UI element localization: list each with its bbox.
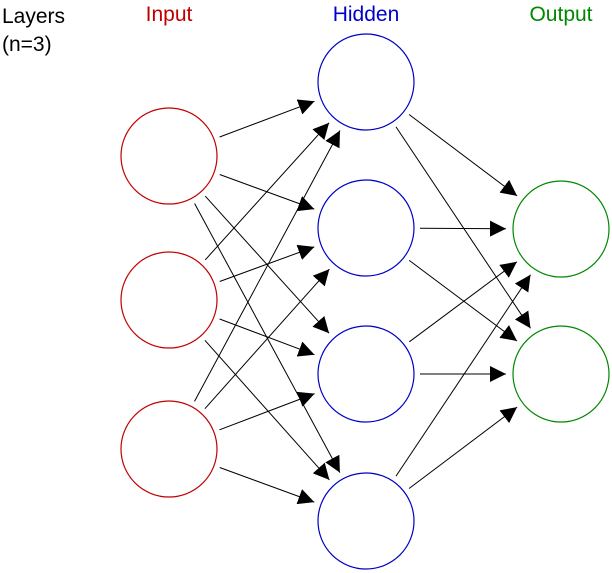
layers-legend-line1: Layers: [2, 5, 65, 28]
connection-input-2-to-hidden-3: [219, 318, 315, 357]
connection-hidden-3-to-output-1: [409, 261, 518, 343]
connection-input-1-to-hidden-1: [219, 99, 315, 138]
output-neuron-2: [512, 325, 610, 423]
input-neuron-2: [120, 251, 218, 349]
layers-legend-line2: (n=3): [2, 33, 52, 56]
hidden-neuron-3: [317, 325, 415, 423]
hidden-neuron-1: [317, 33, 415, 131]
hidden-layer-title: Hidden: [333, 3, 400, 26]
hidden-neuron-2: [317, 179, 415, 277]
connection-input-3-to-hidden-2: [204, 268, 330, 410]
input-layer-title: Input: [146, 3, 193, 26]
hidden-neuron-4: [317, 472, 415, 570]
connections: [194, 99, 531, 505]
connection-hidden-1-to-output-2: [395, 126, 531, 329]
connection-input-2-to-hidden-4: [204, 339, 330, 481]
input-neuron-1: [120, 107, 218, 205]
connection-input-2-to-hidden-2: [219, 244, 315, 282]
output-layer-title: Output: [529, 3, 592, 26]
connection-input-3-to-hidden-1: [194, 130, 341, 402]
connection-hidden-4-to-output-2: [408, 406, 518, 489]
connection-hidden-2-to-output-2: [408, 259, 518, 342]
connection-input-3-to-hidden-4: [219, 467, 315, 505]
connection-input-3-to-hidden-3: [219, 391, 315, 431]
connection-hidden-4-to-output-1: [395, 274, 531, 477]
neurons: [120, 33, 610, 570]
connection-input-2-to-hidden-1: [204, 122, 330, 261]
input-neuron-3: [120, 400, 218, 498]
output-neuron-1: [512, 180, 610, 278]
connection-hidden-1-to-output-1: [408, 114, 518, 197]
